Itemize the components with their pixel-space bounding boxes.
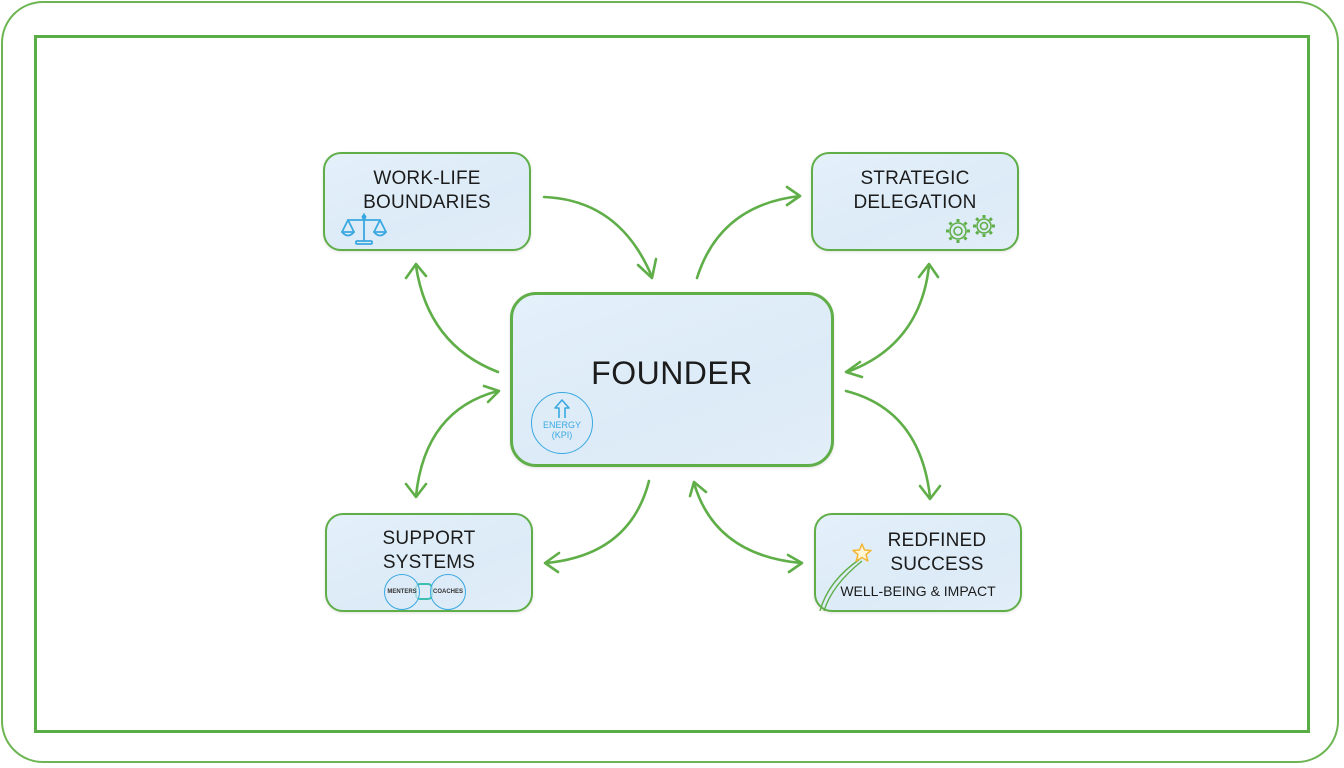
arrow-founder-to-rs bbox=[844, 389, 932, 499]
arrow-wlb-to-founder bbox=[542, 195, 654, 279]
node-title-line1: STRATEGIC bbox=[860, 168, 970, 189]
node-title-line2: BOUNDARIES bbox=[363, 192, 491, 213]
energy-kpi-badge: ENERGY (KPI) bbox=[531, 392, 593, 454]
node-strategic-delegation[interactable]: STRATEGIC DELEGATION bbox=[811, 152, 1019, 251]
inner-frame bbox=[34, 35, 1310, 733]
arrowhead-founder-to-rs bbox=[918, 484, 942, 501]
arrowhead-founder-to-ss bbox=[543, 551, 561, 574]
badge-line1: ENERGY bbox=[542, 420, 581, 430]
node-label: WORK-LIFE BOUNDARIES bbox=[325, 167, 529, 215]
node-work-life-boundaries[interactable]: WORK-LIFE BOUNDARIES bbox=[323, 152, 531, 251]
node-founder[interactable]: FOUNDER ENERGY (KPI) bbox=[510, 292, 834, 467]
mentors-circle: MENTERS bbox=[384, 574, 420, 610]
up-arrow-icon bbox=[554, 399, 570, 418]
coaches-circle: COACHES bbox=[430, 574, 466, 610]
arrow-founder-rs-two-way bbox=[692, 481, 803, 565]
arrow-founder-sd-two-way bbox=[845, 264, 931, 374]
arrowhead-ss-end bbox=[404, 482, 428, 499]
founder-title: FOUNDER bbox=[591, 355, 753, 391]
arrowhead-founder-end-ss bbox=[482, 384, 501, 404]
node-label: REDFINED SUCCESS bbox=[854, 529, 1020, 577]
node-title-line2: SUCCESS bbox=[890, 554, 984, 575]
arrowhead-rs-end bbox=[786, 553, 804, 574]
arrowhead-founder-end-sd bbox=[844, 360, 864, 379]
arrowhead-wlb-to-founder bbox=[636, 257, 658, 280]
node-label: SUPPORT SYSTEMS bbox=[327, 527, 531, 575]
arrowhead-founder-end-rs bbox=[688, 480, 708, 498]
node-title-line2: DELEGATION bbox=[853, 192, 977, 213]
node-title-line2: SYSTEMS bbox=[382, 552, 476, 573]
arrowhead-founder-to-wlb bbox=[404, 262, 428, 280]
node-subtitle: WELL-BEING & IMPACT bbox=[840, 583, 996, 599]
arrow-founder-to-wlb bbox=[414, 264, 500, 374]
gears-icon bbox=[946, 215, 995, 243]
arrow-founder-to-sd bbox=[695, 194, 802, 280]
node-title-line1: SUPPORT bbox=[382, 528, 476, 549]
node-title-line1: REDFINED bbox=[887, 530, 987, 551]
node-support-systems[interactable]: SUPPORT SYSTEMS MENTERS COACHES bbox=[325, 513, 533, 612]
balance-scale-icon bbox=[341, 213, 387, 245]
arrow-founder-ss-two-way bbox=[414, 389, 500, 498]
node-label: STRATEGIC DELEGATION bbox=[813, 167, 1017, 215]
shooting-star-icon bbox=[819, 543, 872, 612]
node-title-line1: WORK-LIFE bbox=[373, 168, 481, 189]
arrowhead-sd-end bbox=[917, 262, 940, 279]
arrowhead-founder-to-sd bbox=[785, 185, 802, 207]
arrow-founder-to-ss bbox=[544, 479, 651, 565]
badge-line2: (KPI) bbox=[551, 430, 573, 440]
linked-circles-icon: MENTERS COACHES bbox=[384, 573, 468, 611]
node-redefined-success[interactable]: REDFINED SUCCESS WELL-BEING & IMPACT bbox=[814, 513, 1022, 612]
